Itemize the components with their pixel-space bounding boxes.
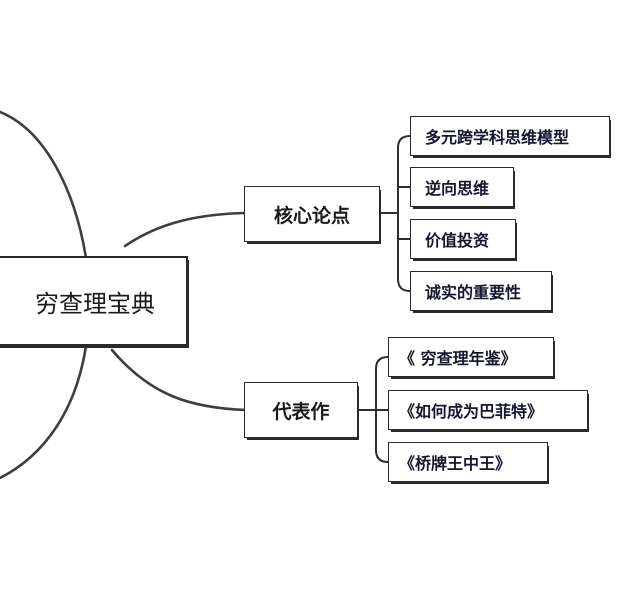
leaf-label: 《如何成为巴菲特》	[399, 402, 544, 421]
outer-arc-bottom	[0, 344, 88, 480]
leaf-multidisciplinary-models[interactable]: 多元跨学科思维模型	[410, 116, 610, 156]
leaf-inversion-thinking[interactable]: 逆向思维	[410, 167, 514, 207]
leaf-label: 《桥牌王中王》	[399, 454, 512, 473]
root-node[interactable]: 穷查理宝典	[0, 256, 188, 346]
connector-root-to-works	[110, 348, 248, 412]
leaf-label: 价值投资	[425, 231, 490, 250]
branch-representative-works[interactable]: 代表作	[244, 382, 358, 438]
leaf-value-investing[interactable]: 价值投资	[410, 219, 516, 259]
leaf-importance-of-honesty[interactable]: 诚实的重要性	[410, 271, 552, 311]
leaf-label: 《 穷查理年鉴》	[399, 349, 517, 368]
leaf-label: 多元跨学科思维模型	[425, 128, 570, 147]
connector-root-to-core	[123, 211, 248, 248]
root-label: 穷查理宝典	[35, 289, 155, 318]
connector-works-brace	[375, 356, 389, 463]
leaf-label: 诚实的重要性	[425, 283, 522, 302]
connector-core-brace	[397, 135, 411, 292]
leaf-king-of-bridge[interactable]: 《桥牌王中王》	[388, 442, 548, 482]
branch-label: 核心论点	[273, 204, 350, 227]
leaf-label: 逆向思维	[425, 179, 490, 198]
branch-label: 代表作	[272, 400, 330, 423]
leaf-poor-charlies-almanack[interactable]: 《 穷查理年鉴》	[388, 337, 554, 377]
outer-arc-top	[0, 110, 88, 260]
leaf-how-to-become-buffett[interactable]: 《如何成为巴菲特》	[388, 390, 588, 430]
branch-core-arguments[interactable]: 核心论点	[244, 186, 380, 242]
